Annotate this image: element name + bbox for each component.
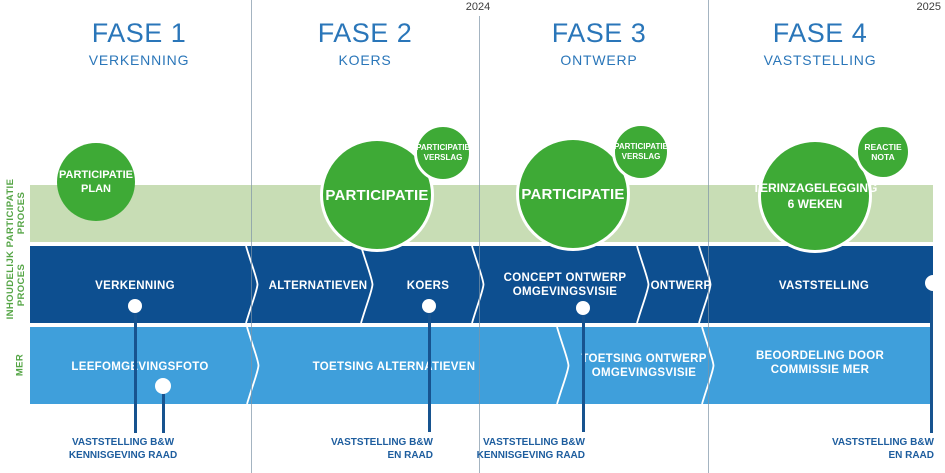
annotation-line: KENNISGEVING RAAD: [476, 450, 585, 461]
phase-header-fase4: FASE 4 VASTSTELLING: [764, 18, 877, 68]
segment-label-toetsing-ontwerp: TOETSING ONTWERP OMGEVINGSVISIE: [581, 352, 706, 380]
connector-line: [930, 283, 933, 433]
connector-line: [582, 308, 585, 432]
chevron-separator-icon: [701, 327, 715, 404]
chevron-separator-icon: [246, 327, 260, 404]
circle-label-line: PLAN: [81, 183, 111, 195]
phase-divider: [251, 0, 252, 473]
segment-label-concept-ontwerp: CONCEPT ONTWERP OMGEVINGSVISIE: [504, 271, 627, 299]
milestone-dot-concept-ontwerp: [576, 301, 590, 315]
side-label-line: PROCES: [16, 263, 27, 307]
segment-label-line: OMGEVINGSVISIE: [512, 286, 618, 298]
phase-title: FASE 2: [317, 18, 413, 48]
phase-title: FASE 3: [551, 18, 647, 48]
circle-reactienota: REACTIE NOTA: [855, 124, 911, 180]
segment-label-verkenning: VERKENNING: [95, 280, 175, 292]
segment-label-ontwerp: ONTWERP: [650, 280, 712, 292]
circle-label-line: NOTA: [871, 152, 895, 162]
annotation-vaststelling-fase2: VASTSTELLING B&W EN RAAD: [331, 436, 433, 462]
segment-label-line: BEOORDELING DOOR: [755, 350, 885, 362]
annotation-line: VASTSTELLING B&W: [330, 437, 433, 448]
year-label-2025: 2025: [916, 1, 941, 13]
segment-label-leefomgevingsfoto: LEEFOMGEVINGSFOTO: [71, 361, 209, 373]
mer-band: [30, 327, 933, 404]
circle-participatie-fase3: PARTICIPATIE: [516, 137, 630, 251]
segment-label-koers: KOERS: [406, 280, 450, 292]
circle-label-line: VERSLAG: [423, 153, 463, 162]
side-label-line: INHOUDELIJK: [5, 250, 16, 320]
annotation-line: VASTSTELLING B&W: [831, 437, 934, 448]
phase-title: FASE 1: [91, 18, 187, 48]
side-label-line: MER: [14, 353, 26, 377]
segment-label-toetsing-alternatieven: TOETSING ALTERNATIEVEN: [312, 361, 476, 373]
milestone-dot-vaststelling-eind: [925, 275, 941, 291]
circle-label-line: PARTICIPATIE: [521, 185, 625, 203]
circle-terinzagelegging: TERINZAGELEGGING 6 WEKEN: [753, 139, 877, 253]
segment-label-alternatieven: ALTERNATIEVEN: [268, 280, 368, 292]
segment-label-beoordeling-commissie-mer: BEOORDELING DOOR COMMISSIE MER: [756, 349, 884, 377]
segment-label-vaststelling: VASTSTELLING: [778, 280, 870, 292]
chevron-separator-icon: [360, 246, 374, 323]
segment-label-line: TOETSING ONTWERP: [581, 353, 707, 365]
connector-line: [162, 386, 165, 433]
year-label-2024: 2024: [465, 1, 491, 13]
circle-participatieverslag-fase3: PARTICIPATIE VERSLAG: [612, 123, 670, 181]
side-label-mer: MER: [15, 354, 26, 376]
annotation-line: VASTSTELLING B&W: [71, 437, 175, 448]
annotation-line: VASTSTELLING B&W: [482, 437, 585, 448]
annotation-vaststelling-fase4: VASTSTELLING B&W EN RAAD: [832, 436, 934, 462]
segment-label-line: COMMISSIE MER: [770, 364, 870, 376]
circle-label-line: REACTIE: [864, 142, 902, 152]
annotation-line: EN RAAD: [888, 450, 934, 461]
circle-label-line: PARTICIPATIE: [614, 142, 668, 151]
chevron-separator-icon: [471, 246, 485, 323]
side-label-participatie-proces: PARTICIPATIE PROCES: [5, 179, 27, 248]
phase-header-fase3: FASE 3 ONTWERP: [552, 18, 647, 68]
annotation-line: KENNISGEVING RAAD: [68, 450, 178, 461]
circle-participatieverslag-fase2: PARTICIPATIE VERSLAG: [414, 124, 472, 182]
inhoudelijk-proces-band: [30, 246, 933, 323]
side-label-inhoudelijk-proces: INHOUDELIJK PROCES: [5, 251, 27, 320]
phase-subtitle: VERKENNING: [88, 52, 190, 68]
circle-label-line: VERSLAG: [621, 152, 661, 161]
milestone-dot-verkenning: [128, 299, 142, 313]
chevron-separator-icon: [698, 246, 712, 323]
annotation-line: EN RAAD: [387, 450, 433, 461]
circle-participatie-fase2: PARTICIPATIE: [320, 138, 434, 252]
segment-label-line: OMGEVINGSVISIE: [591, 367, 697, 379]
circle-label-line: PARTICIPATIE: [59, 169, 133, 181]
circle-participatieplan: PARTICIPATIE PLAN: [57, 143, 135, 221]
side-label-line: PARTICIPATIE: [5, 178, 16, 248]
circle-label-line: TERINZAGELEGGING: [752, 181, 878, 195]
circle-label-line: PARTICIPATIE: [325, 186, 429, 204]
phase-header-fase1: FASE 1 VERKENNING: [89, 18, 190, 68]
phase-divider: [479, 16, 480, 473]
milestone-dot-leefomgevingsfoto: [155, 378, 171, 394]
phase-header-fase2: FASE 2 KOERS: [318, 18, 413, 68]
phase-subtitle: VASTSTELLING: [763, 52, 877, 68]
annotation-vaststelling-fase1: VASTSTELLING B&W KENNISGEVING RAAD: [69, 436, 177, 462]
chevron-separator-icon: [556, 327, 570, 404]
side-label-line: PROCES: [16, 191, 27, 235]
circle-label-line: PARTICIPATIE: [416, 143, 470, 152]
segment-label-line: CONCEPT ONTWERP: [503, 272, 627, 284]
phase-title: FASE 4: [772, 18, 868, 48]
phase-divider: [708, 0, 709, 473]
connector-line: [428, 306, 431, 432]
connector-line: [134, 306, 137, 433]
circle-label-line: 6 WEKEN: [787, 197, 843, 211]
phase-subtitle: KOERS: [338, 52, 392, 68]
phase-subtitle: ONTWERP: [560, 52, 638, 68]
chevron-separator-icon: [245, 246, 259, 323]
chevron-separator-icon: [636, 246, 650, 323]
annotation-vaststelling-fase3: VASTSTELLING B&W KENNISGEVING RAAD: [477, 436, 585, 462]
milestone-dot-koers: [422, 299, 436, 313]
